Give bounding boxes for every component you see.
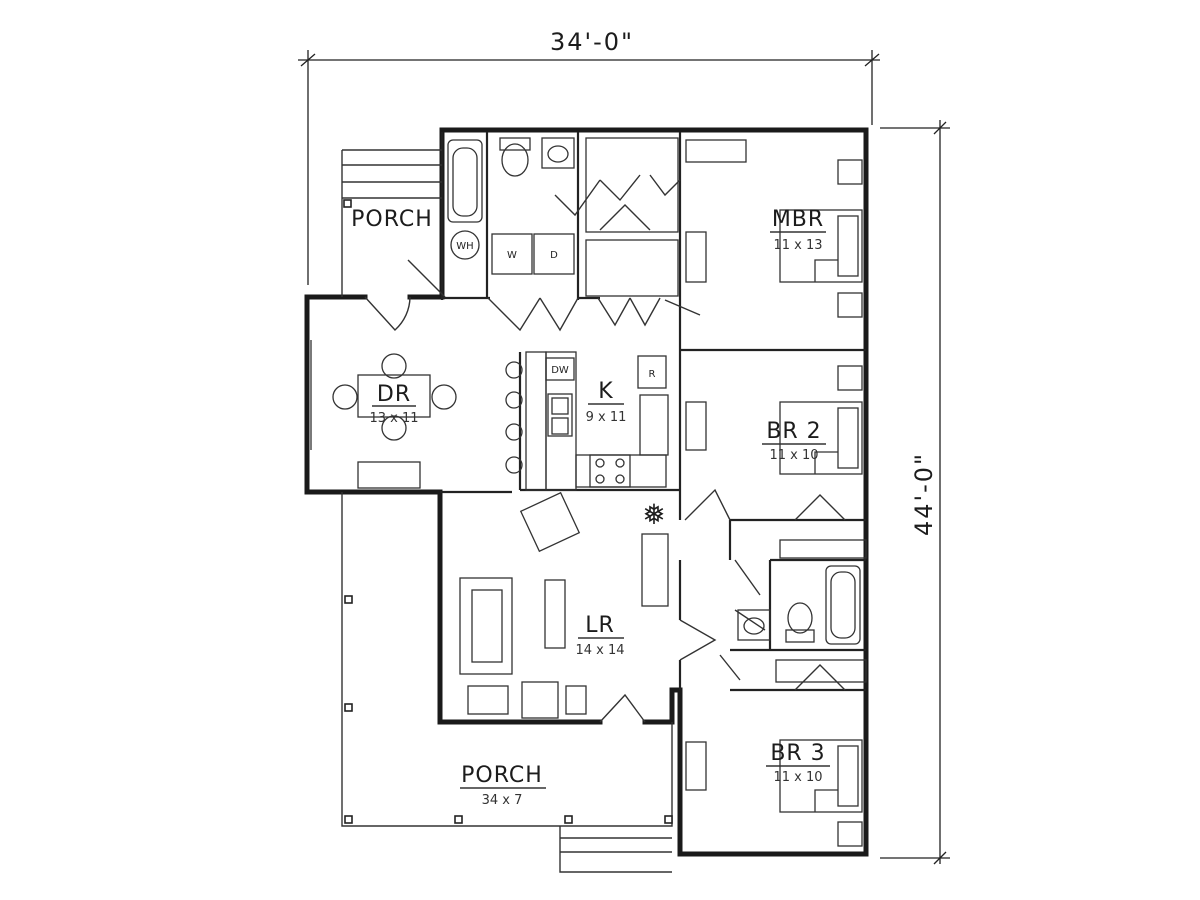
- laundry-fixtures: WH W D: [450, 230, 575, 275]
- washer-label: W: [507, 250, 517, 261]
- mbr-furniture: [585, 137, 863, 318]
- dr-size: 13 x 11: [369, 411, 418, 426]
- k-size: 9 x 11: [586, 410, 627, 425]
- dining-furniture: [310, 340, 457, 489]
- front-porch-size: 34 x 7: [482, 793, 523, 808]
- front-porch-label: PORCH: [461, 763, 543, 788]
- living-furniture: ❅: [459, 491, 669, 719]
- bar-stool: [505, 391, 523, 409]
- bar-stool: [505, 361, 523, 379]
- dishwasher-label: DW: [551, 365, 569, 376]
- bar-stool: [505, 423, 523, 441]
- mbr-label: MBR: [772, 207, 824, 232]
- side-porch-label: PORCH: [351, 207, 433, 232]
- sofa: [459, 577, 513, 675]
- side-porch: [341, 149, 442, 297]
- toilet-icon: [787, 602, 813, 634]
- dryer-icon: [533, 233, 575, 275]
- kitchen-sink-icon: [547, 393, 573, 437]
- lr-label: LR: [585, 613, 615, 638]
- room-labels: PORCH MBR 11 x 13 DR 13 x 11 K 9 x 11 BR…: [351, 207, 830, 808]
- sink-icon: [541, 137, 575, 169]
- depth-dimension: 44'-0": [880, 120, 950, 865]
- br3-size: 11 x 10: [773, 770, 822, 785]
- coffee-table: [544, 579, 566, 649]
- k-label: K: [598, 379, 613, 404]
- mbr-size: 11 x 13: [773, 238, 822, 253]
- water-heater-label: WH: [456, 241, 473, 252]
- armchair: [519, 491, 581, 553]
- sink-icon: [737, 609, 771, 641]
- refrigerator-label: R: [649, 369, 656, 380]
- br2-furniture: [685, 365, 867, 559]
- width-label: 34'-0": [550, 28, 634, 56]
- lr-size: 14 x 14: [575, 643, 624, 658]
- dishwasher-icon: [545, 357, 575, 381]
- br2-label: BR 2: [766, 419, 821, 444]
- br3-furniture: [685, 659, 867, 847]
- bar-stool: [505, 456, 523, 474]
- br2-size: 11 x 10: [769, 448, 818, 463]
- br3-label: BR 3: [770, 741, 825, 766]
- toilet-icon: [501, 143, 529, 177]
- master-bath-fixtures: [447, 137, 575, 223]
- interior-walls: [440, 132, 866, 692]
- fireplace-icon: ❅: [642, 498, 665, 531]
- bed: [779, 739, 863, 813]
- washer-icon: [491, 233, 533, 275]
- bed: [779, 401, 863, 475]
- water-heater-icon: [450, 230, 480, 260]
- depth-label: 44'-0": [910, 452, 938, 536]
- range-icon: [589, 454, 631, 488]
- bed: [779, 209, 863, 283]
- front-porch: [341, 492, 673, 873]
- dining-table: [357, 374, 431, 418]
- dr-label: DR: [377, 382, 411, 407]
- width-dimension: 34'-0": [298, 28, 880, 285]
- refrigerator-icon: [637, 355, 667, 389]
- dryer-label: D: [550, 250, 558, 261]
- kitchen-fixtures: DW R: [505, 351, 669, 491]
- side-table: [641, 533, 669, 607]
- hall-bath-fixtures: [737, 565, 861, 645]
